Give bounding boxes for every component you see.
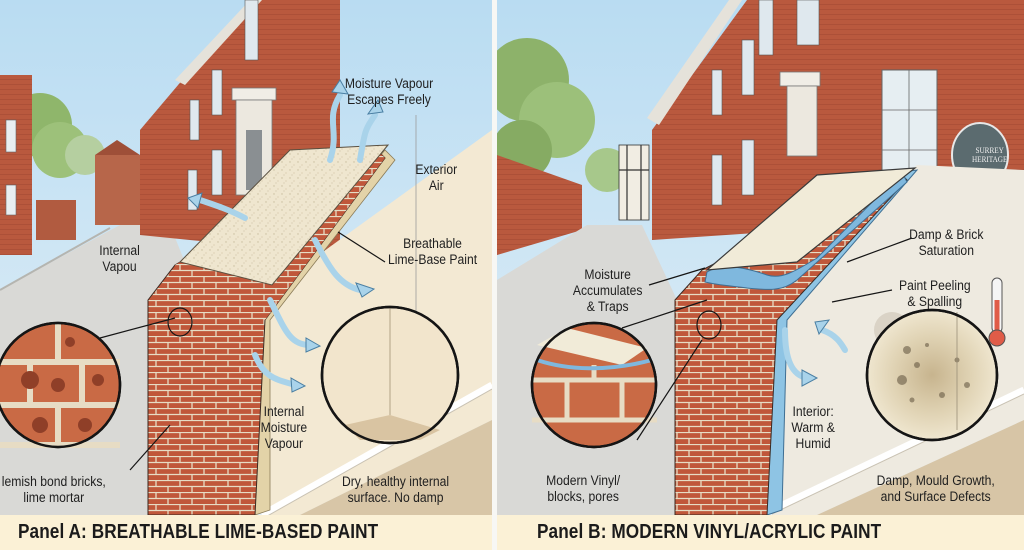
panel-a-caption-bar: Panel A: BREATHABLE LIME-BASED PAINT [0,515,492,550]
label-modern-vinyl: Modern Vinyl/blocks, pores [546,473,621,504]
panel-b-caption: Panel B: MODERN VINYL/ACRYLIC PAINT [537,521,882,543]
panel-a-illustration [0,0,492,515]
panel-b-caption-bar: Panel B: MODERN VINYL/ACRYLIC PAINT [497,515,1024,550]
label-damp-mould-growth: Damp, Mould Growth,and Surface Defects [876,473,995,504]
panel-a-caption: Panel A: BREATHABLE LIME-BASED PAINT [18,521,379,543]
panel-divider [492,0,497,550]
panel-b-illustration [497,0,1024,515]
label-paint-peeling: Paint Peeling& Spalling [898,278,971,309]
label-interior-warm-humid: Interior:Warm &Humid [791,404,835,451]
label-flemish-bond: lemish bond bricks,lime mortar [1,474,106,505]
